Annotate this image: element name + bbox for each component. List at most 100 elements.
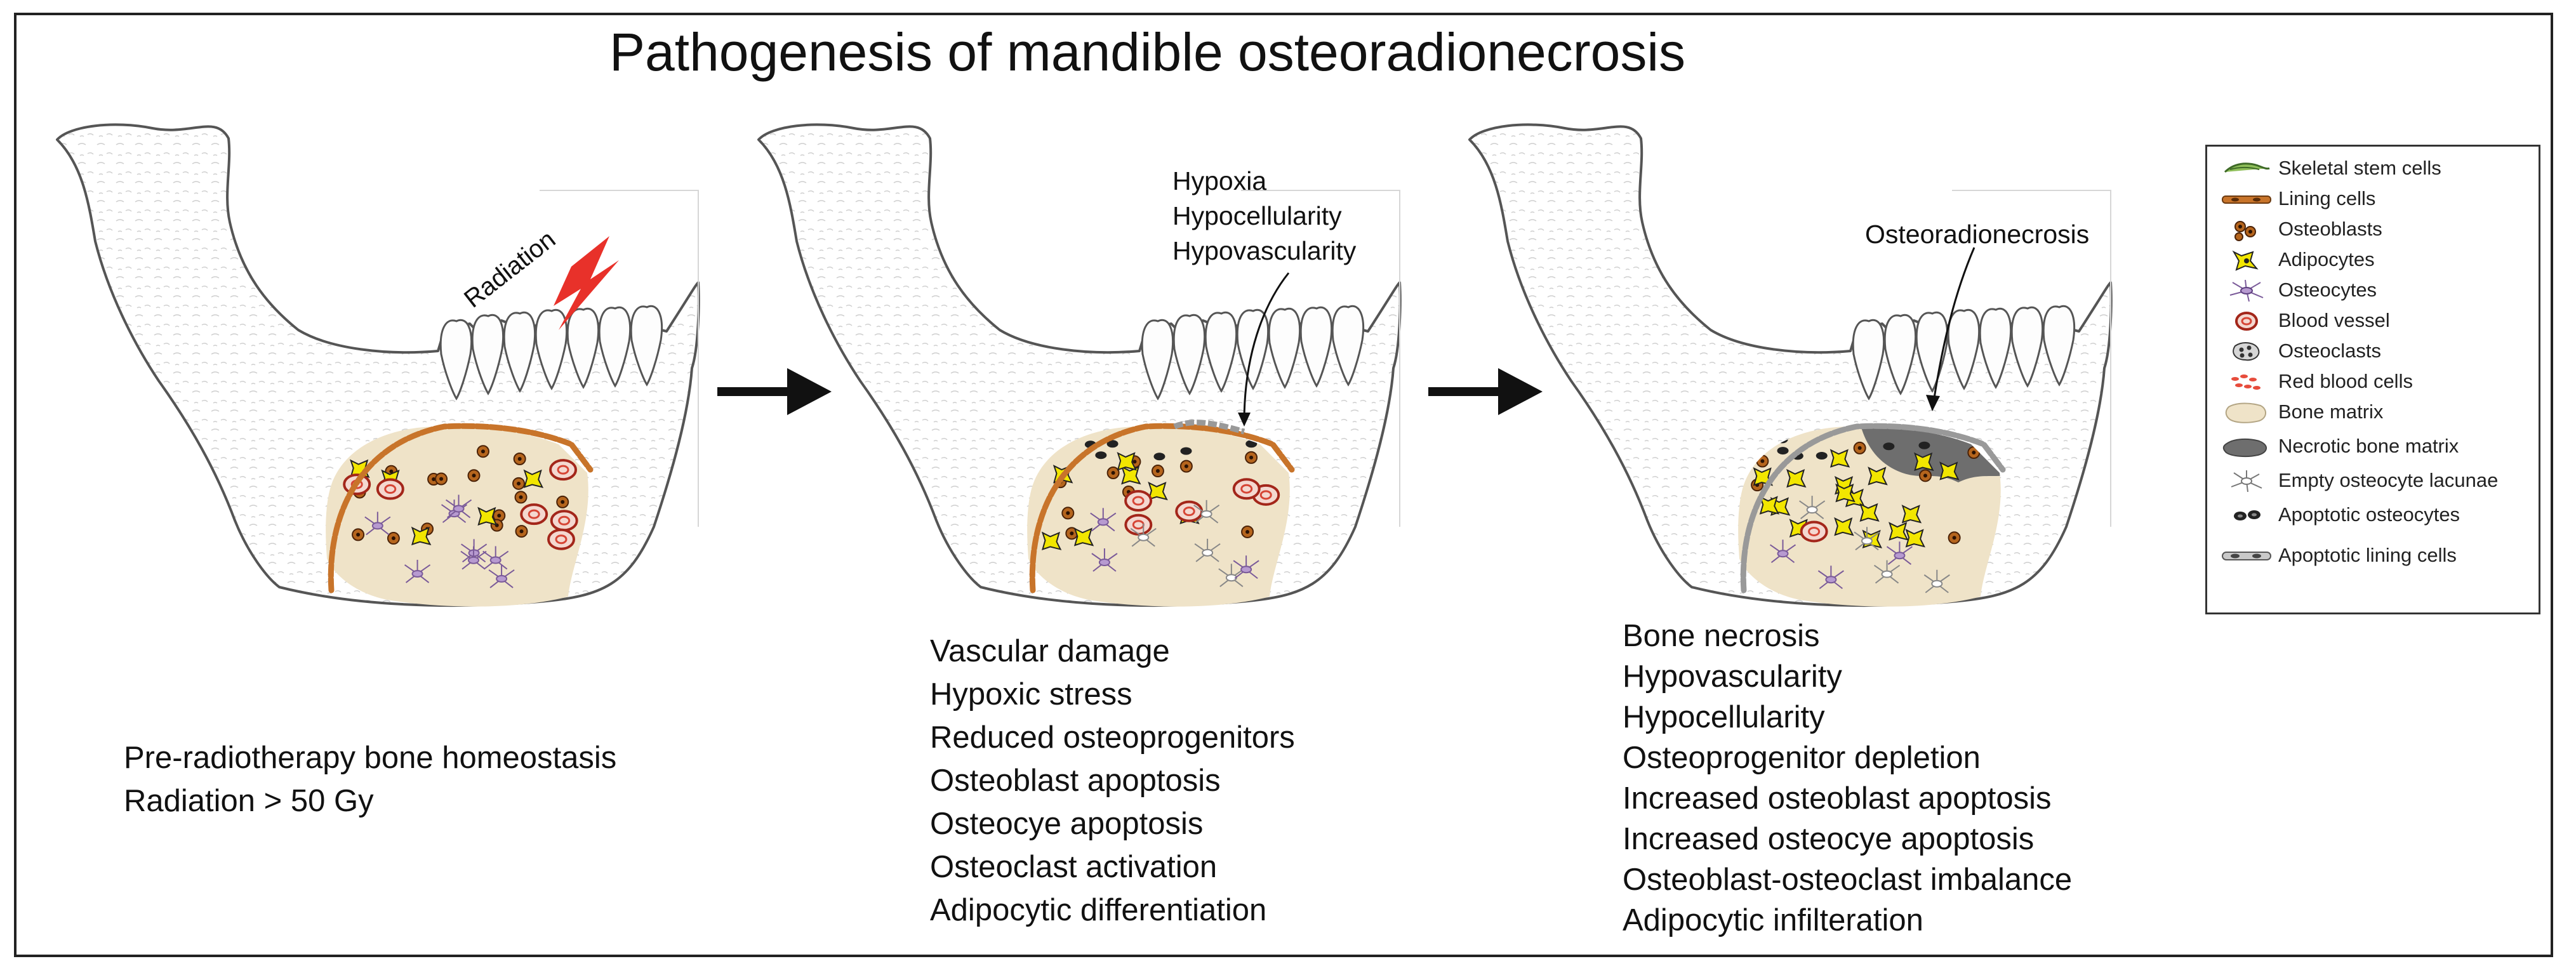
apoptotic-osteocyte-icon bbox=[2234, 510, 2261, 520]
empty-lacunae-icon bbox=[2231, 470, 2262, 493]
empty-osteocyte-lacuna bbox=[1923, 569, 1950, 593]
osteoblast-nucleus bbox=[517, 457, 522, 461]
adipocyte bbox=[1120, 465, 1141, 485]
blood-vessel bbox=[1124, 490, 1153, 512]
osteocyte-body bbox=[453, 505, 465, 513]
panel3-annotation: Osteoradionecrosis bbox=[1865, 220, 2090, 249]
empty-osteocyte-lacuna bbox=[1218, 564, 1245, 587]
blood-vessel bbox=[1175, 500, 1204, 522]
osteoblast-nucleus bbox=[356, 533, 361, 537]
adipocyte bbox=[1868, 467, 1888, 486]
blood-vessel bbox=[1232, 478, 1261, 500]
blood-vessel bbox=[1124, 513, 1153, 536]
empty-osteocyte-lacuna bbox=[1854, 527, 1880, 551]
osteocyte-body bbox=[1098, 558, 1110, 566]
lining-cell-layer bbox=[1029, 423, 1295, 593]
empty-osteocyte-lacuna bbox=[1873, 560, 1901, 584]
apoptotic-osteocyte bbox=[1106, 440, 1119, 448]
osteocyte-body bbox=[411, 569, 423, 578]
osteoblast-nucleus bbox=[472, 473, 476, 478]
sketch-guide bbox=[1952, 190, 2111, 527]
osteoblast-nucleus bbox=[519, 529, 524, 534]
tooth bbox=[471, 314, 505, 395]
tooth bbox=[1172, 314, 1206, 395]
osteoblast-nucleus bbox=[519, 495, 523, 500]
osteoblast-nucleus bbox=[1857, 446, 1862, 450]
adipocyte bbox=[1901, 505, 1922, 524]
tooth bbox=[1141, 319, 1174, 400]
adipocyte bbox=[1759, 496, 1780, 515]
panel3-caption-line-3: Hypocellularity bbox=[1623, 700, 1825, 734]
osteocyte bbox=[488, 564, 515, 588]
figure-frame bbox=[14, 13, 2553, 957]
panel2-caption-line-4: Osteoblast apoptosis bbox=[930, 764, 1221, 798]
osteoclast-icon bbox=[2233, 342, 2260, 361]
legend-item-osteoblasts: Osteoblasts bbox=[2207, 215, 2539, 243]
legend-item-adipocytes: Adipocytes bbox=[2207, 246, 2539, 274]
osteocyte-icon bbox=[2229, 279, 2264, 302]
osteocyte bbox=[461, 539, 488, 563]
bone-matrix-region bbox=[1027, 426, 1290, 607]
osteoblast-nucleus bbox=[1972, 451, 1976, 455]
panel2-caption-line-1: Vascular damage bbox=[930, 634, 1170, 668]
adipocyte bbox=[1889, 522, 1909, 541]
process-arrow-1-head bbox=[787, 368, 832, 415]
figure-title: Pathogenesis of mandible osteoradionecro… bbox=[609, 22, 1686, 82]
adipocyte bbox=[1117, 452, 1137, 471]
tooth bbox=[598, 306, 632, 388]
apoptotic-osteocyte bbox=[1180, 447, 1192, 455]
legend-item-empty-osteocyte-lacunae: Empty osteocyte lacunae bbox=[2207, 467, 2539, 494]
blood-vessel-icon bbox=[2235, 312, 2258, 331]
annotation-pointer-head bbox=[1926, 395, 1940, 411]
panel1-caption-line-2: Radiation > 50 Gy bbox=[124, 784, 374, 818]
lining-cell-layer bbox=[1740, 423, 2006, 593]
necrotic-bone-matrix-icon bbox=[2222, 438, 2267, 458]
osteoblast-nucleus bbox=[391, 536, 395, 541]
adipocyte bbox=[523, 469, 544, 489]
panel3-caption-line-8: Adipocytic infilteration bbox=[1623, 903, 1923, 937]
osteoblast-nucleus bbox=[497, 513, 501, 518]
empty-osteocyte-lacuna bbox=[1799, 496, 1826, 519]
adipocyte bbox=[1041, 531, 1062, 550]
empty-lacuna-body bbox=[1806, 506, 1818, 514]
legend-item-bone-matrix: Bone matrix bbox=[2207, 398, 2539, 426]
adipocyte bbox=[1835, 483, 1856, 503]
adipocyte bbox=[1148, 481, 1168, 501]
blood-vessel-lumen bbox=[1808, 526, 1821, 536]
osteocyte bbox=[1886, 541, 1913, 565]
blood-vessel-lumen bbox=[528, 509, 540, 519]
osteocyte bbox=[364, 512, 391, 536]
osteocyte bbox=[1091, 548, 1118, 572]
legend-item-red-blood-cells: Red blood cells bbox=[2207, 367, 2539, 395]
osteoblast-nucleus bbox=[1249, 455, 1254, 460]
blood-vessel bbox=[550, 510, 578, 532]
legend: Skeletal stem cells Lining cells Osteobl… bbox=[2205, 145, 2540, 614]
tooth bbox=[1979, 307, 2012, 389]
apoptotic-osteocyte bbox=[1816, 451, 1828, 460]
osteoblast-nucleus bbox=[1760, 459, 1765, 463]
teeth bbox=[1852, 305, 2076, 400]
empty-lacuna-body bbox=[1881, 570, 1893, 578]
bone-matrix-icon bbox=[2225, 402, 2266, 423]
osteoblast-nucleus bbox=[389, 469, 394, 473]
sketch-guide bbox=[1241, 190, 1400, 527]
osteocyte bbox=[1233, 555, 1259, 579]
tooth bbox=[1204, 311, 1238, 393]
osteocyte bbox=[445, 494, 472, 519]
adipocyte-icon bbox=[2232, 250, 2259, 271]
apoptotic-osteocyte bbox=[1918, 441, 1930, 449]
osteoblast-nucleus bbox=[1070, 531, 1074, 536]
panel-2-illustration bbox=[757, 123, 1402, 607]
blood-vessel bbox=[376, 478, 404, 500]
blood-vessel bbox=[520, 503, 548, 526]
tooth bbox=[1331, 305, 1365, 387]
annotation-pointer bbox=[1243, 272, 1290, 423]
osteoblast-nucleus bbox=[1952, 536, 1956, 540]
adipocyte bbox=[477, 506, 498, 526]
panel3-caption-line-2: Hypovascularity bbox=[1623, 659, 1842, 694]
tooth bbox=[2010, 306, 2044, 388]
panel2-caption-line-7: Adipocytic differentiation bbox=[930, 893, 1267, 927]
red-blood-cell-icon bbox=[2231, 374, 2261, 390]
osteoblast-nucleus bbox=[1132, 460, 1137, 464]
blood-vessel-lumen bbox=[555, 534, 568, 545]
